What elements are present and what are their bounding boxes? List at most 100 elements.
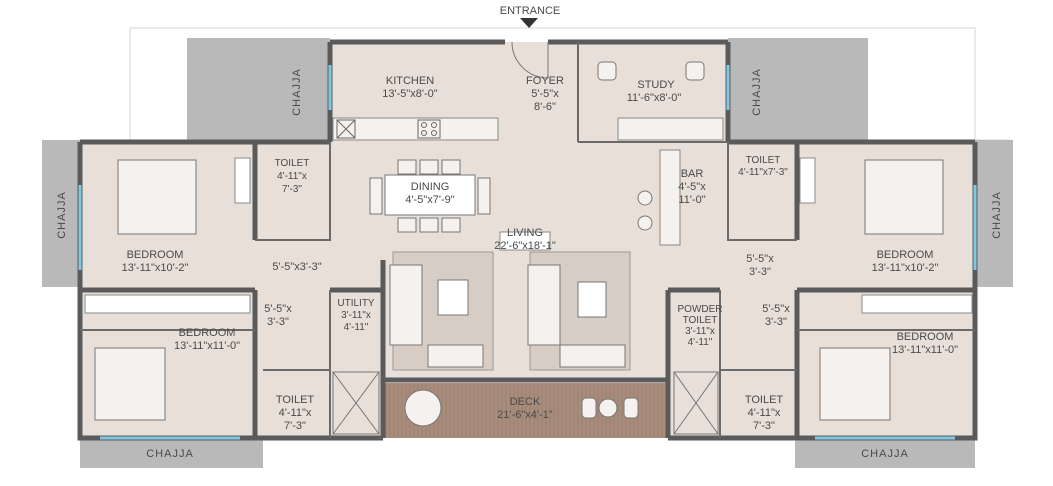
kitchen-counter [332,117,499,141]
bed-left-icon [117,159,197,235]
dining-name: DINING [411,181,450,193]
site-outline-left [100,50,131,141]
bedroom-r-dim: 13'-11"x10'-2" [872,262,939,274]
foyer-dim-2: 8'-6" [534,101,556,113]
chajja-bottom-left-label: CHAJJA [146,448,194,460]
deck-name: DECK [510,396,541,408]
passage-br-dim-2: 3'-3" [765,316,787,328]
bedroom-br-name: BEDROOM [897,331,954,343]
study-dim: 11'-6"x8'-0" [627,92,682,104]
toilet-br-name: TOILET [745,394,784,406]
toilet-tl-name: TOILET [275,158,310,169]
foyer-name: FOYER [526,75,564,87]
stove-icon [417,119,441,139]
wardrobe-right-icon [799,157,816,204]
bedroom-bl-name: BEDROOM [179,327,236,339]
deck-chair-icon [581,397,597,419]
study-chair-right-icon [685,61,705,81]
powder-name-2: TOILET [683,315,718,326]
site-outline-right [974,50,1010,141]
chajja-left-label: CHAJJA [56,191,68,239]
bedroom-r-name: BEDROOM [877,249,934,261]
passage-bl-dim-2: 3'-3" [267,316,289,328]
partitions [80,42,975,438]
chajja-right-block [975,140,1013,287]
bedroom-l-name: BEDROOM [127,249,184,261]
entrance-arrow[interactable] [520,18,538,28]
utility-dim-1: 3'-11"x [341,310,371,321]
powder-dim-1: 3'-11"x [685,326,715,337]
sofa-right-bottom-icon [559,344,626,368]
toilet-tl-dim-1: 4'-11"x [277,171,307,182]
toilet-tl-dim-2: 7'-3" [282,184,302,195]
passage-r-dim-1: 5'-5"x [746,253,774,265]
shaft-left-icon [332,371,380,435]
shaft-right-icon [673,371,719,435]
dining-dim: 4'-5"x7'-9" [405,194,454,206]
bar-dim-2: 11'-0" [678,194,705,206]
coffee-table-right-icon [577,281,607,318]
bar-stool-icon [637,190,653,206]
deck-table-small-icon [598,398,618,418]
bedroom-l-dim: 13'-11"x10'-2" [122,262,189,274]
powder-name-1: POWDER [678,304,723,315]
deck-table-icon [404,389,442,427]
utility-dim-2: 4'-11" [344,322,369,333]
chajja-top-left-label: CHAJJA [291,68,303,116]
passage-l-dim: 5'-5"x3'-3" [272,261,321,273]
sink-icon [336,119,356,139]
deck-dim: 21'-6"x4'-1" [497,409,553,421]
bed-bottom-left-icon [94,347,166,421]
chajja-top-right-block [728,38,868,141]
chajja-bottom-right-label: CHAJJA [861,448,909,460]
chajja-top-right-label: CHAJJA [751,68,763,116]
toilet-tr-name: TOILET [746,155,781,166]
chajja-top-left-block [187,38,330,141]
wardrobe-bottom-left-icon [84,294,251,314]
chajja-right-label: CHAJJA [991,191,1003,239]
living-dim: 22'-6"x18'-1" [494,240,556,252]
chajja-bottom-right-block [795,438,975,468]
bedroom-br-dim: 13'-11"x11'-0" [892,344,958,356]
bedroom-bl-dim: 13'-11"x11'-0" [174,340,240,352]
deck-chair-icon [623,397,639,419]
bar-stool-icon [637,215,653,231]
bar-dim-1: 4'-5"x [678,181,706,193]
passage-r-dim-2: 3'-3" [749,266,771,278]
study-name: STUDY [637,79,675,91]
coffee-table-left-icon [437,279,469,316]
sofa-left-bottom-icon [427,344,484,368]
bar-counter [659,149,681,246]
sofa-right-icon [527,264,561,346]
kitchen-dim: 13'-5"x8'-0" [382,88,438,100]
study-chair-left-icon [597,61,617,81]
bed-right-icon [864,159,944,235]
entrance-label: ENTRANCE [500,5,561,17]
chajja-bottom-left-block [80,438,263,468]
sofa-left-icon [389,264,423,346]
living-name: LIVING [507,227,543,239]
utility-name: UTILITY [337,298,375,309]
toilet-tr-dim: 4'-11"x7'-3" [738,167,788,178]
chajja-left-block [42,140,80,287]
bar-name: BAR [681,168,704,180]
toilet-bl-dim-1: 4'-11"x [279,407,312,419]
bed-bottom-right-icon [819,347,891,421]
windows [78,65,977,440]
site-outline [129,27,976,50]
study-desk [617,117,724,141]
toilet-bl-dim-2: 7'-3" [284,420,306,432]
passage-br-dim-1: 5'-5"x [762,303,790,315]
foyer-dim-1: 5'-5"x [531,88,559,100]
passage-bl-dim-1: 5'-5"x [264,303,292,315]
foyer-door-icon[interactable] [511,41,549,79]
wardrobe-left-icon [234,157,251,204]
kitchen-name: KITCHEN [386,75,434,87]
wardrobe-bottom-right-icon [861,294,973,314]
toilet-br-dim-1: 4'-11"x [748,407,781,419]
powder-dim-2: 4'-11" [688,337,713,348]
toilet-bl-name: TOILET [276,394,315,406]
toilet-br-dim-2: 7'-3" [753,420,775,432]
dining-table-icon [369,159,491,233]
